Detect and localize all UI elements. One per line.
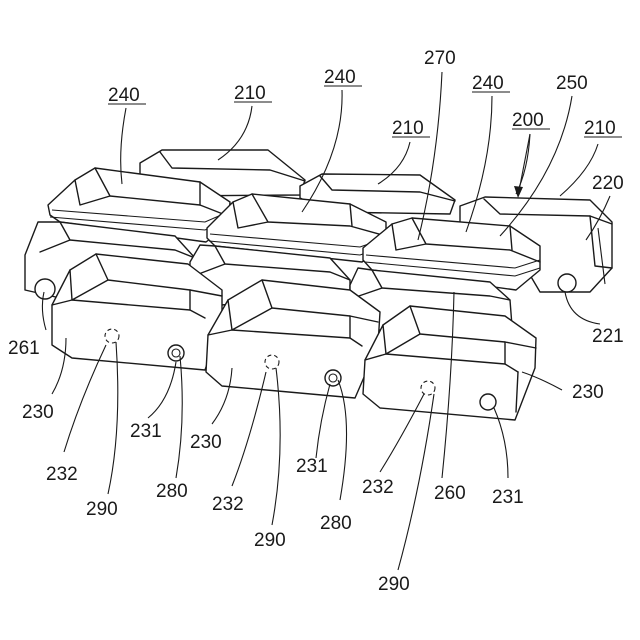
label-220: 220: [592, 173, 624, 194]
label-232-left: 232: [46, 464, 78, 485]
label-210-left: 210: [234, 83, 266, 104]
label-231-left: 231: [130, 421, 162, 442]
label-280-center: 280: [320, 513, 352, 534]
label-230-right: 230: [572, 382, 604, 403]
label-240-left: 240: [108, 85, 140, 106]
label-290-right: 290: [378, 574, 410, 595]
label-290-center: 290: [254, 530, 286, 551]
label-250: 250: [556, 73, 588, 94]
label-231-center: 231: [296, 456, 328, 477]
label-221: 221: [592, 326, 624, 347]
label-232-right: 232: [362, 477, 394, 498]
label-280-left: 280: [156, 481, 188, 502]
front-link-center: [206, 280, 380, 398]
label-210-center: 210: [392, 118, 424, 139]
arrow-200: [514, 134, 530, 198]
label-230-left: 230: [22, 402, 54, 423]
label-232-center: 232: [212, 494, 244, 515]
label-200: 200: [512, 110, 544, 131]
label-231-right: 231: [492, 487, 524, 508]
label-210-right: 210: [584, 118, 616, 139]
label-290-left: 290: [86, 499, 118, 520]
label-260: 260: [434, 483, 466, 504]
label-270: 270: [424, 48, 456, 69]
label-240-right: 240: [472, 73, 504, 94]
front-link-left: [52, 254, 222, 370]
label-230-center: 230: [190, 432, 222, 453]
label-261: 261: [8, 338, 40, 359]
front-link-right: [363, 306, 536, 420]
label-240-center: 240: [324, 67, 356, 88]
